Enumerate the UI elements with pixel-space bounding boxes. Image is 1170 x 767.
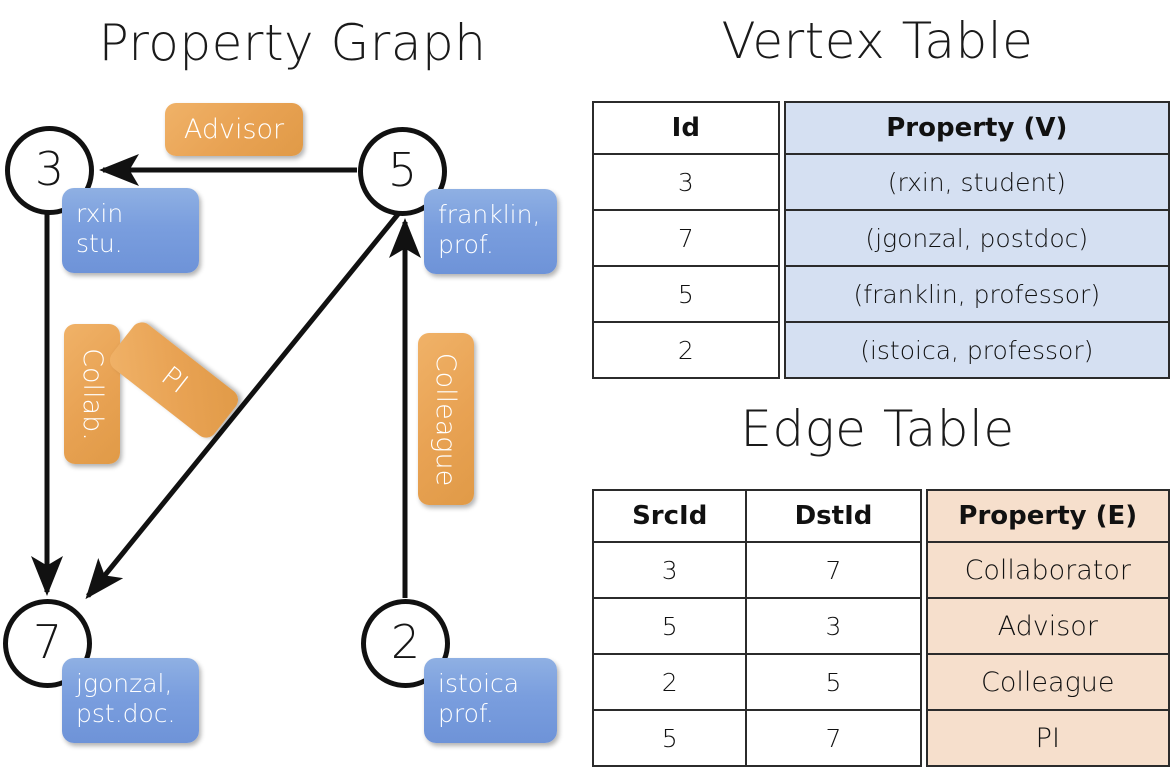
graph-node-2[interactable]: 2	[361, 599, 450, 688]
vertex-label-3-line1: rxin	[76, 199, 124, 228]
vertex-row-0-property: (rxin, student)	[783, 153, 1170, 211]
edge-label-advisor: Advisor	[165, 103, 303, 156]
vertex-table-header-id: Id	[592, 101, 780, 155]
vertex-table-header-property: Property (V)	[783, 101, 1170, 155]
vertex-label-5: franklin, prof.	[424, 189, 557, 274]
edge-row-0-property: Collaborator	[925, 541, 1170, 599]
vertex-label-7-line1: jgonzal,	[76, 669, 173, 698]
edge-label-collab: Collab.	[64, 324, 120, 464]
vertex-label-2-line1: istoica	[438, 669, 520, 698]
edge-row-3-dst: 7	[745, 709, 922, 767]
vertex-row-1-property: (jgonzal, postdoc)	[783, 209, 1170, 267]
graph-node-5-id: 5	[387, 142, 418, 197]
edge-row-3-property: PI	[925, 709, 1170, 767]
page-title-vertex-table: Vertex Table	[721, 12, 1034, 70]
vertex-row-3-id: 2	[592, 321, 780, 379]
table-row: 3 (rxin, student)	[592, 153, 1170, 211]
graph-node-3-id: 3	[34, 141, 65, 196]
edge-label-colleague-text: Colleague	[430, 352, 462, 486]
vertex-label-2-line2: prof.	[438, 698, 494, 728]
vertex-row-0-id: 3	[592, 153, 780, 211]
vertex-table: Id Property (V) 3 (rxin, student) 7 (jgo…	[592, 101, 1170, 379]
table-row: 2 5 Colleague	[591, 653, 1170, 711]
graph-node-5[interactable]: 5	[358, 127, 447, 216]
edge-row-1-src: 5	[591, 597, 748, 655]
graph-node-2-id: 2	[390, 614, 421, 669]
graph-edges-svg	[31, 154, 421, 600]
edge-table-header-dstid: DstId	[745, 489, 922, 543]
edge-row-2-property: Colleague	[925, 653, 1170, 711]
edge-row-1-dst: 3	[745, 597, 922, 655]
table-row: 2 (istoica, professor)	[592, 321, 1170, 379]
edge-label-advisor-text: Advisor	[183, 114, 285, 145]
vertex-label-5-line1: franklin,	[438, 200, 541, 229]
edge-row-2-dst: 5	[745, 653, 922, 711]
page-title-property-graph: Property Graph	[98, 14, 487, 72]
vertex-row-2-property: (franklin, professor)	[783, 265, 1170, 323]
edge-label-colleague: Colleague	[418, 333, 474, 505]
table-row: 5 (franklin, professor)	[592, 265, 1170, 323]
vertex-label-2: istoica prof.	[424, 658, 557, 743]
edge-table-header-row: SrcId DstId Property (E)	[591, 489, 1170, 543]
property-graph-diagram: 3 5 7 2 rxin stu. franklin, prof. jgonza…	[0, 0, 585, 760]
edge-row-1-property: Advisor	[925, 597, 1170, 655]
table-row: 3 7 Collaborator	[591, 541, 1170, 599]
vertex-row-2-id: 5	[592, 265, 780, 323]
vertex-label-5-line2: prof.	[438, 229, 494, 259]
edge-table-header-srcid: SrcId	[591, 489, 748, 543]
edge-table-header-property: Property (E)	[925, 489, 1170, 543]
vertex-table-header-row: Id Property (V)	[592, 101, 1170, 155]
edge-row-2-src: 2	[591, 653, 748, 711]
edge-5-to-7	[85, 211, 401, 600]
table-row: 5 3 Advisor	[591, 597, 1170, 655]
table-row: 7 (jgonzal, postdoc)	[592, 209, 1170, 267]
edge-row-0-src: 3	[591, 541, 748, 599]
vertex-label-7-line2: pst.doc.	[76, 698, 176, 728]
edge-row-0-dst: 7	[745, 541, 922, 599]
edge-label-pi-text: PI	[154, 360, 194, 400]
vertex-label-3: rxin stu.	[62, 188, 199, 273]
table-row: 5 7 PI	[591, 709, 1170, 767]
vertex-label-3-line2: stu.	[76, 228, 123, 258]
edge-table: SrcId DstId Property (E) 3 7 Collaborato…	[591, 489, 1170, 767]
vertex-row-3-property: (istoica, professor)	[783, 321, 1170, 379]
edge-label-collab-text: Collab.	[76, 347, 108, 441]
vertex-label-7: jgonzal, pst.doc.	[62, 658, 199, 743]
graph-node-7-id: 7	[32, 614, 63, 669]
page-title-edge-table: Edge Table	[740, 400, 1015, 458]
vertex-row-1-id: 7	[592, 209, 780, 267]
edge-row-3-src: 5	[591, 709, 748, 767]
